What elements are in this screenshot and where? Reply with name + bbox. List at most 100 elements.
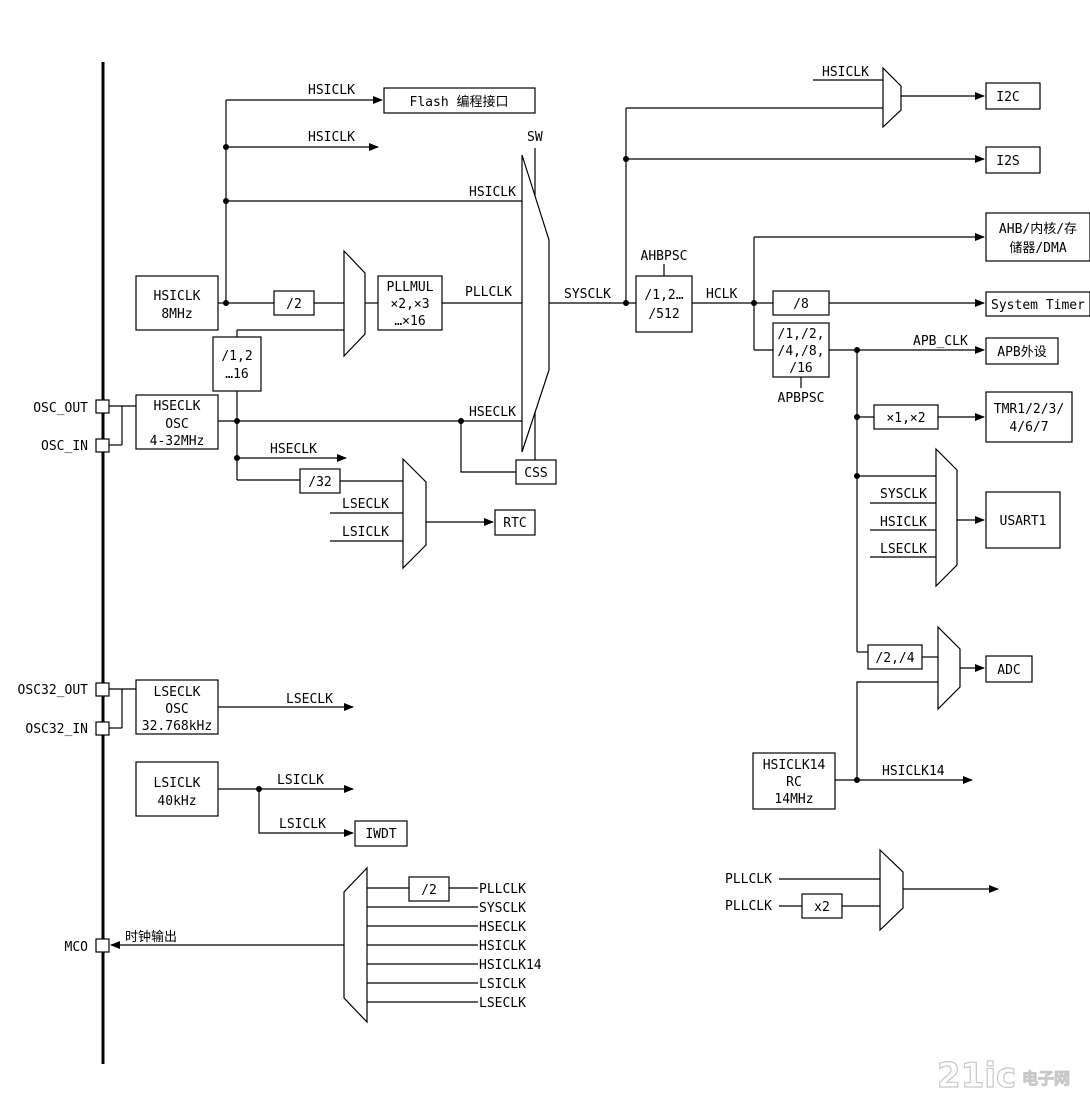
ahb-core-label-2: 储器/DMA: [1009, 241, 1066, 256]
mco-pllclk-label: PLLCLK: [479, 882, 526, 897]
timer-label-1: TMR1/2/3/: [994, 402, 1064, 417]
sw-label: SW: [527, 130, 543, 145]
lse-osc-label-1: LSECLK: [154, 685, 201, 700]
iwdt-label: IWDT: [365, 827, 396, 842]
pll-mux-input1-label: PLLCLK: [725, 872, 772, 887]
hsiclk-i2c-label: HSICLK: [822, 65, 869, 80]
lse-osc-label-2: OSC: [165, 702, 188, 717]
pll-x2-mux: [879, 848, 904, 932]
apb-div-range-1: /1,/2,: [778, 327, 825, 342]
system-timer-label: System Timer: [991, 298, 1085, 313]
osc-in-pin-label: OSC_IN: [41, 439, 88, 454]
flash-interface-label: Flash 编程接口: [410, 94, 509, 110]
hsiclk-out-label: HSICLK: [308, 130, 355, 145]
ahb-core-label-1: AHB/内核/存: [999, 221, 1077, 237]
hclk-label: HCLK: [706, 287, 737, 302]
hsiclk-sw-label: HSICLK: [469, 185, 516, 200]
apb-prescaler-box: [772, 322, 830, 378]
apb-clk-label: APB_CLK: [913, 334, 968, 349]
mco-sysclk-label: SYSCLK: [479, 901, 526, 916]
hseclk-sw-label: HSECLK: [469, 405, 516, 420]
ahb-core-memory-dma-box: [985, 212, 1090, 262]
apb-div-range-3: /16: [789, 361, 812, 376]
lseclk-out-label: LSECLK: [286, 692, 333, 707]
mco-hseclk-label: HSECLK: [479, 920, 526, 935]
apb-peripheral-box: [985, 337, 1059, 365]
mco-pin-label: MCO: [65, 940, 89, 955]
pllmul-range-2: …×16: [394, 314, 425, 329]
flash-interface-box: [383, 87, 536, 114]
i2c-box: [985, 82, 1041, 110]
osc-out-pin-label: OSC_OUT: [33, 401, 88, 416]
lse-oscillator-box: [135, 679, 219, 735]
pll-x2-label: x2: [814, 900, 830, 915]
osc32-in-pin: [95, 721, 110, 736]
clock-output-label: 时钟输出: [125, 929, 177, 945]
mco-hsiclk-label: HSICLK: [479, 939, 526, 954]
adc-clock-mux: [937, 625, 961, 711]
hsiclk14-osc-label-3: 14MHz: [774, 792, 813, 807]
ahb-prescaler-box: [635, 275, 693, 333]
pll-source-mux: [343, 249, 366, 358]
hsiclk-oscillator-label: HSICLK: [154, 289, 201, 304]
rtc-clock-mux: [402, 457, 427, 570]
css-label: CSS: [524, 466, 547, 481]
mco-div2-box: [408, 876, 450, 902]
usart-lseclk-label: LSECLK: [880, 542, 927, 557]
adc-label: ADC: [997, 663, 1020, 678]
systimer-div8-label: /8: [793, 297, 809, 312]
lsi-osc-label-2: 40kHz: [157, 794, 196, 809]
pll-x2-box: [801, 893, 843, 919]
system-timer-box: [985, 291, 1090, 317]
sw-system-clock-mux: [521, 154, 550, 453]
apb-div-range-2: /4,/8,: [778, 344, 825, 359]
hsiclk14-osc-label-1: HSICLK14: [763, 758, 826, 773]
lsiclk-out-label: LSICLK: [277, 773, 324, 788]
hse-prediv-range-2: …16: [225, 367, 248, 382]
osc32-in-pin-label: OSC32_IN: [25, 722, 88, 737]
timer-box: [985, 391, 1073, 443]
hsiclk14-osc-label-2: RC: [786, 775, 802, 790]
lsiclk-iwdt-label: LSICLK: [279, 817, 326, 832]
hse-div32-label: /32: [308, 475, 331, 490]
mco-hsiclk14-label: HSICLK14: [479, 958, 542, 973]
watermark-logo: 21ic: [937, 1056, 1016, 1096]
lsi-oscillator-box: [135, 761, 219, 817]
i2c-clock-mux: [882, 66, 902, 129]
osc32-out-pin: [95, 682, 110, 697]
ahb-div-range-2: /512: [648, 307, 679, 322]
hsiclk14-oscillator-box: [752, 752, 836, 810]
mco-div2-label: /2: [421, 883, 437, 898]
rtc-lseclk-label: LSECLK: [342, 497, 389, 512]
mco-output-mux: [343, 866, 368, 1024]
mco-lseclk-label: LSECLK: [479, 996, 526, 1011]
usart-hsiclk-label: HSICLK: [880, 515, 927, 530]
apb-peripheral-label: APB外设: [997, 345, 1046, 360]
timer-mult-label: ×1,×2: [886, 411, 925, 426]
hseclk-out-label: HSECLK: [270, 442, 317, 457]
ahb-div-range-1: /1,2…: [644, 288, 683, 303]
i2s-box: [985, 146, 1041, 174]
osc-out-pin: [95, 399, 110, 414]
pllmul-label: PLLMUL: [387, 280, 434, 295]
mco-lsiclk-label: LSICLK: [479, 977, 526, 992]
usart-sysclk-label: SYSCLK: [880, 487, 927, 502]
sysclk-label: SYSCLK: [564, 287, 611, 302]
adc-box: [985, 655, 1033, 683]
rtc-label: RTC: [503, 516, 526, 531]
usart1-label: USART1: [1000, 514, 1047, 529]
hse-osc-label-1: HSECLK: [154, 399, 201, 414]
hsi-div2-label: /2: [286, 297, 302, 312]
pll-mux-input2-label: PLLCLK: [725, 899, 772, 914]
usart1-box: [985, 491, 1061, 549]
mco-pin: [95, 938, 110, 953]
pllclk-label: PLLCLK: [465, 285, 512, 300]
timer-label-2: 4/6/7: [1009, 420, 1048, 435]
watermark-text: 电子网: [1022, 1069, 1070, 1088]
lse-osc-label-3: 32.768kHz: [142, 719, 212, 734]
hse-osc-label-2: OSC: [165, 417, 188, 432]
apbpsc-label: APBPSC: [778, 391, 825, 406]
osc-in-pin: [95, 438, 110, 453]
osc32-out-pin-label: OSC32_OUT: [18, 683, 89, 698]
adc-div-label: /2,/4: [875, 651, 914, 666]
